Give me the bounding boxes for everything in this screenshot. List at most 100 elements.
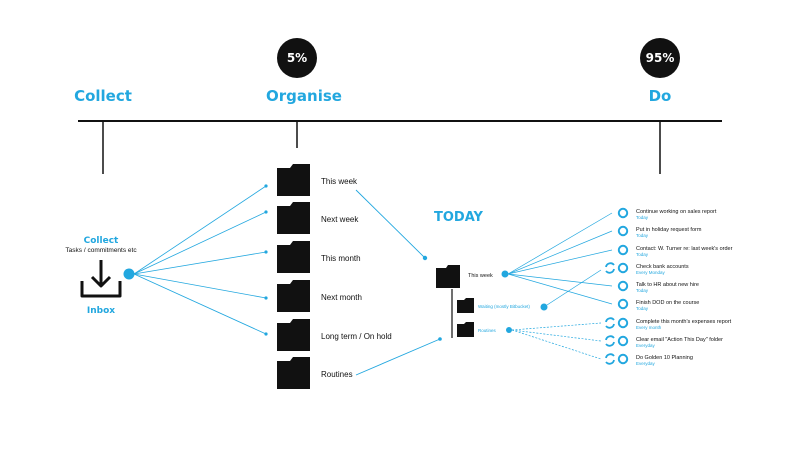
connector [133, 251, 267, 275]
connector [507, 212, 613, 275]
folder-icon [436, 265, 460, 288]
connector [133, 185, 267, 275]
inbox-icon [80, 260, 122, 298]
folder-icon [277, 241, 310, 273]
folder-label: Next week [321, 215, 359, 224]
inbox-subtitle: Tasks / commitments etc [65, 247, 137, 254]
inbox-arrowheads [264, 184, 268, 336]
today-waiting[interactable]: Waiting (mostly Bitbucket) [457, 298, 530, 313]
task-schedule: Every Monday [636, 270, 666, 275]
task-checkbox[interactable] [617, 262, 629, 274]
folder-next-month[interactable]: Next month [277, 280, 362, 312]
inbox-connections [133, 185, 267, 335]
task-item[interactable]: Contact: W. Turner re: last week's order… [617, 244, 733, 257]
arrowhead [264, 250, 268, 254]
arrowhead [422, 255, 428, 261]
task-title: Check bank accounts [636, 264, 689, 270]
today-routines-label: Routines [478, 328, 497, 333]
task-schedule: Everyday [636, 343, 656, 348]
task-item[interactable]: Complete this month's expenses reportEve… [605, 317, 732, 330]
recurring-icon [605, 353, 615, 365]
task-title: Contact: W. Turner re: last week's order [636, 246, 733, 252]
today-waiting-label: Waiting (mostly Bitbucket) [478, 304, 530, 309]
task-schedule: Today [636, 288, 649, 293]
do-percent: 95% [646, 51, 675, 65]
folder-long-term[interactable]: Long term / On hold [277, 319, 392, 351]
task-schedule: Every month [636, 325, 662, 330]
folder-icon [277, 319, 310, 351]
task-title: Talk to HR about new hire [636, 282, 699, 288]
recurring-icon [605, 335, 615, 347]
stage-collect-title: Collect [74, 87, 132, 105]
today-this-week-label: This week [468, 273, 493, 279]
folder-icon [277, 357, 310, 389]
task-checkbox[interactable] [617, 353, 629, 365]
folder-this-week[interactable]: This week [277, 164, 358, 196]
task-schedule: Today [636, 252, 649, 257]
routines-node [506, 327, 512, 333]
connector [546, 269, 602, 306]
arrowhead [264, 210, 268, 214]
folder-routines[interactable]: Routines [277, 357, 353, 389]
task-checkbox[interactable] [617, 298, 629, 310]
task-item[interactable]: Clear email "Action This Day" folderEver… [605, 335, 723, 348]
task-checkbox[interactable] [617, 280, 629, 292]
task-title: Continue working on sales report [636, 209, 717, 215]
arrowhead [264, 296, 268, 300]
task-checkbox[interactable] [617, 225, 629, 237]
arrowhead [264, 184, 268, 188]
folder-icon [277, 202, 310, 234]
connector [511, 322, 602, 331]
do-percent-badge [640, 38, 680, 78]
arrowhead [264, 332, 268, 336]
folder-label: Long term / On hold [321, 332, 392, 341]
connector [507, 249, 613, 275]
connector [511, 329, 602, 342]
connector [355, 338, 441, 376]
folder-icon [277, 164, 310, 196]
connector [507, 273, 613, 287]
task-title: Clear email "Action This Day" folder [636, 337, 723, 343]
task-title: Finish DOD on the course [636, 300, 699, 306]
task-connections [507, 212, 613, 360]
folder-icon [457, 322, 474, 337]
task-checkbox[interactable] [617, 244, 629, 256]
task-schedule: Today [636, 215, 649, 220]
recurring-icon [605, 317, 615, 329]
folder-this-month[interactable]: This month [277, 241, 361, 273]
connector [133, 211, 267, 275]
task-schedule: Today [636, 306, 649, 311]
task-checkbox[interactable] [617, 207, 629, 219]
task-list: Continue working on sales reportTodayPut… [605, 207, 733, 366]
connector [511, 329, 602, 360]
task-checkbox[interactable] [617, 335, 629, 347]
folder-label: This week [321, 177, 358, 186]
recurring-icon [605, 262, 615, 274]
task-checkbox[interactable] [617, 317, 629, 329]
connector [507, 230, 613, 275]
organise-percent: 5% [287, 51, 307, 65]
folder-icon [277, 280, 310, 312]
today-routines[interactable]: Routines [457, 322, 497, 337]
folder-next-week[interactable]: Next week [277, 202, 359, 234]
inbox-label: Inbox [87, 306, 115, 316]
folder-icon [457, 298, 474, 313]
task-title: Do Golden 10 Planning [636, 355, 693, 361]
task-title: Complete this month's expenses report [636, 319, 732, 325]
waiting-node [540, 303, 548, 311]
today-this-week[interactable]: This week [436, 265, 493, 288]
organise-percent-badge [277, 38, 317, 78]
arrowhead [438, 337, 442, 341]
folder-label: Next month [321, 293, 362, 302]
inbox-node [123, 268, 135, 280]
this-week-node [501, 270, 509, 278]
stage-organise-title: Organise [266, 87, 342, 105]
folder-label: Routines [321, 370, 353, 379]
